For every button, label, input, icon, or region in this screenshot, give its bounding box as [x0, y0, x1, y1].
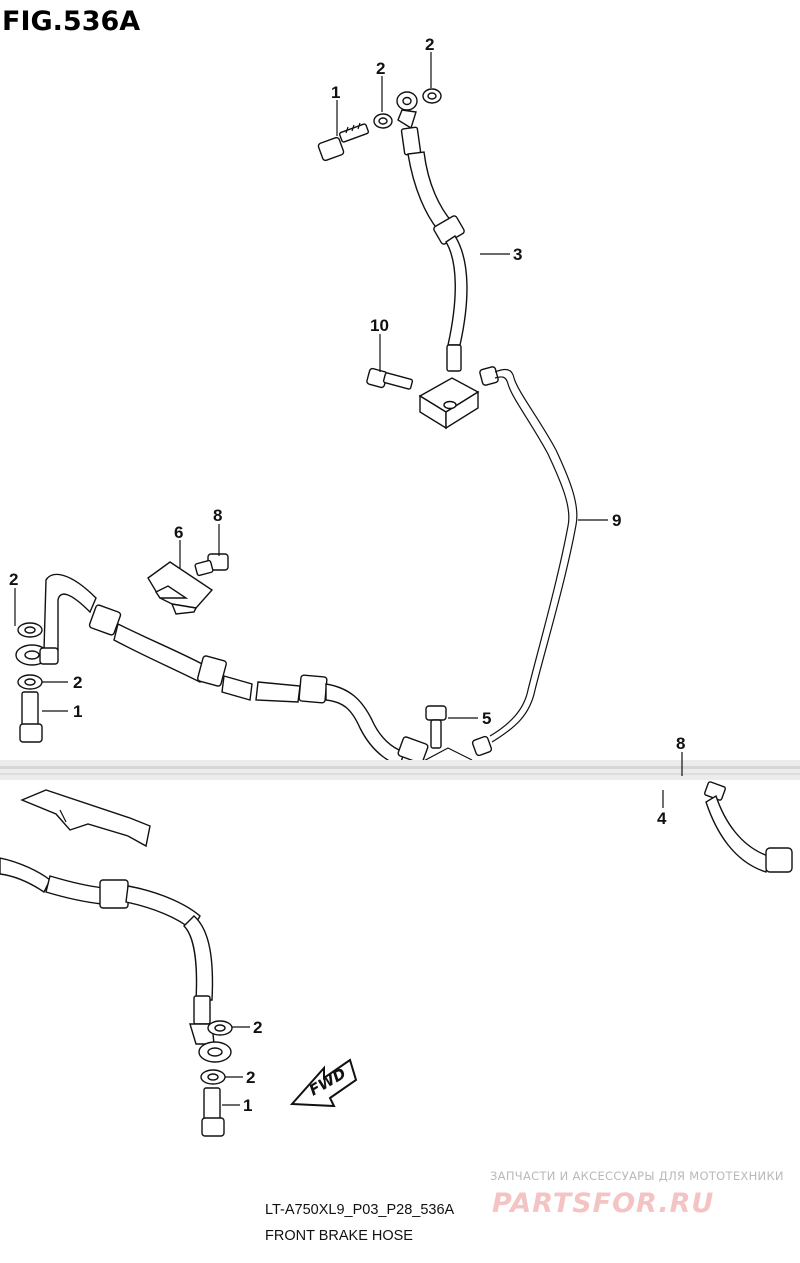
bracket-line: [417, 747, 473, 765]
bolt-joint: [366, 367, 414, 390]
bolt-pipe-mount: [425, 705, 447, 749]
washer-top-left: [373, 113, 393, 129]
washer-lower-top: [207, 1020, 233, 1036]
callout-pipe: 9: [612, 511, 621, 530]
banjo-fitting-left: [15, 644, 59, 666]
figure-title: FIG.536A: [2, 6, 140, 37]
fwd-direction-icon: FWD: [289, 1058, 358, 1108]
leader-lines: [14, 52, 683, 1106]
brake-hose-left: [43, 573, 429, 767]
callout-lower-washer-bottom: 2: [246, 1068, 255, 1087]
callout-bolt-joint: 10: [370, 316, 389, 335]
callout-left-washer-bottom: 2: [73, 673, 82, 692]
callout-top-bolt: 1: [331, 83, 340, 102]
washer-left-bottom: [17, 674, 43, 690]
washer-top-right: [422, 88, 442, 104]
callout-lower-bolt: 1: [243, 1096, 252, 1115]
hose-clamp: [147, 561, 214, 615]
caption-model-code: LT-A750XL9_P03_P28_536A: [265, 1202, 455, 1218]
washer-left-top: [17, 622, 43, 638]
caption-diagram-name: FRONT BRAKE HOSE: [265, 1228, 413, 1244]
callout-top-washer-left: 2: [376, 59, 385, 78]
callout-lower-washer-top: 2: [253, 1018, 262, 1037]
brake-hose-right: [704, 781, 793, 873]
brake-pipe: [471, 366, 578, 757]
callout-bolt-lower: 5: [482, 709, 491, 728]
brake-hose-upper: [400, 126, 468, 372]
callout-hose-upper: 3: [513, 245, 522, 264]
bracket-lower: [20, 789, 151, 848]
callout-clamp-bolt: 8: [213, 506, 222, 525]
washer-lower-bottom: [200, 1069, 226, 1085]
watermark-tagline: ЗАПЧАСТИ И АКСЕССУАРЫ ДЛЯ МОТОТЕХНИКИ: [490, 1169, 784, 1183]
joint-block: [418, 377, 480, 430]
callout-left-bolt: 1: [73, 702, 82, 721]
callout-top-washer-right: 2: [425, 35, 434, 54]
banjo-bolt-top: [317, 122, 370, 162]
callout-left-washer-top: 2: [9, 570, 18, 589]
banjo-bolt-left: [19, 691, 43, 743]
callout-clamp: 6: [174, 523, 183, 542]
callout-right-hose: 4: [657, 809, 667, 828]
bolt-clamp: [194, 553, 229, 577]
brake-hose-lower: [0, 857, 214, 1025]
callout-right-bolt: 8: [676, 734, 685, 753]
scan-noise-band: [0, 760, 800, 780]
watermark-brand: PARTSFOR.RU: [492, 1188, 714, 1219]
banjo-fitting-top: [396, 91, 418, 130]
banjo-bolt-lower: [201, 1087, 225, 1137]
